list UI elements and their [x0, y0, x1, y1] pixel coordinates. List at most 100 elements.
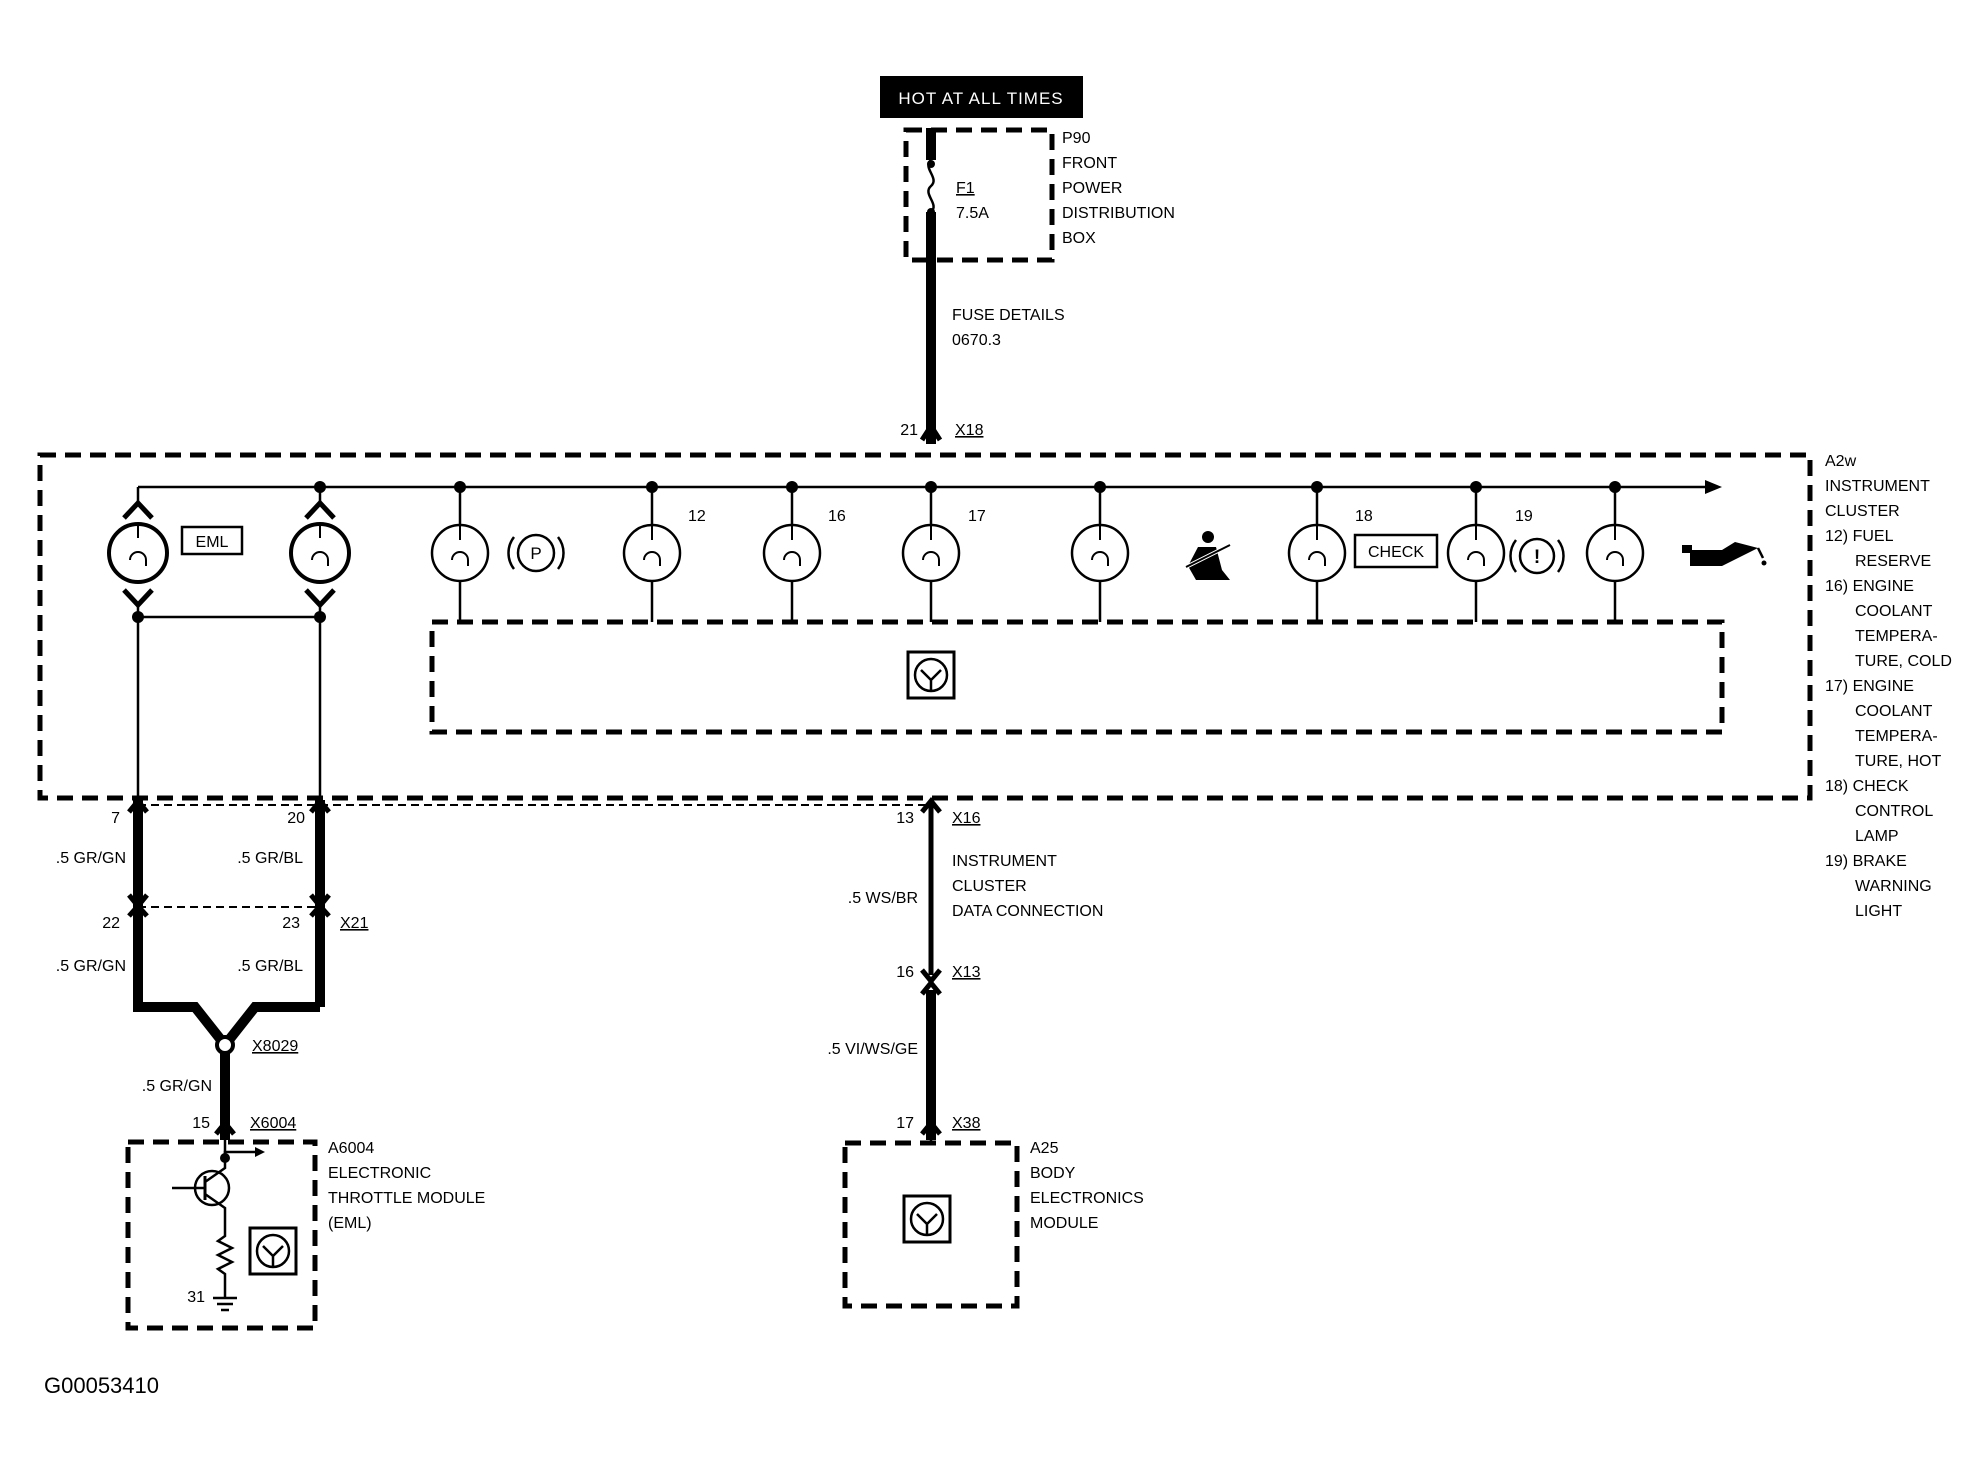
- connector-x16: X16: [952, 810, 981, 827]
- pin-16: 16: [896, 964, 914, 981]
- pin-17: 17: [896, 1115, 914, 1132]
- eml-lamp-icon: [107, 499, 169, 609]
- control-unit-icon: [248, 1226, 298, 1276]
- eml-module-line-3: (EML): [328, 1215, 372, 1232]
- check-label-box: [1353, 533, 1439, 569]
- center-harness: 13 X16 INSTRUMENT CLUSTER DATA CONNECTIO…: [827, 797, 1103, 1145]
- fuse-box-line-1: FRONT: [1062, 155, 1117, 172]
- hot-at-all-times-label: HOT AT ALL TIMES: [898, 89, 1063, 108]
- legend-line: CONTROL: [1855, 803, 1933, 820]
- lamp-icon: [622, 523, 682, 583]
- legend-line: 16) ENGINE: [1825, 578, 1914, 595]
- fuse-box-line-2: POWER: [1062, 180, 1122, 197]
- legend-line: TURE, HOT: [1855, 753, 1941, 770]
- cluster-id: A2w: [1825, 453, 1857, 470]
- fuse-details-line-2: 0670.3: [952, 332, 1001, 349]
- cluster-top-connector: X18: [955, 422, 984, 439]
- legend-line: LAMP: [1855, 828, 1899, 845]
- bus-arrow-icon: [1705, 480, 1722, 494]
- pin-23: 23: [282, 915, 300, 932]
- ground-pin-31: 31: [187, 1289, 205, 1306]
- legend-line: 19) BRAKE: [1825, 853, 1907, 870]
- lamp-icon: [1585, 523, 1645, 583]
- legend-line: 12) FUEL: [1825, 528, 1894, 545]
- pin-13: 13: [896, 810, 914, 827]
- parking-symbol: P: [530, 544, 541, 563]
- lamp-icon: [901, 523, 961, 583]
- lamp-icon: [1446, 523, 1506, 583]
- wire-gr-bl-lower: .5 GR/BL: [237, 958, 303, 975]
- resistor-icon: [215, 1222, 235, 1292]
- lamp-number: 18: [1355, 508, 1373, 525]
- cluster-control-unit: [429, 619, 1725, 735]
- fuse-box-id: P90: [1062, 130, 1091, 147]
- legend-line: LIGHT: [1855, 903, 1902, 920]
- lamp-number: 19: [1515, 508, 1533, 525]
- connector-x6004: X6004: [250, 1115, 296, 1132]
- hot-at-all-times-banner: HOT AT ALL TIMES: [880, 76, 1083, 118]
- legend-line: TEMPERA-: [1855, 628, 1938, 645]
- instrument-cluster-a2w: A2w INSTRUMENT CLUSTER 12) FUEL RESERVE …: [37, 452, 1952, 920]
- seatbelt-icon: [1183, 531, 1233, 580]
- left-harness: 7 20 .5 GR/GN .5 GR/BL 22 23 X21 .5 GR/G…: [56, 797, 932, 1140]
- body-module-line-2: ELECTRONICS: [1030, 1190, 1144, 1207]
- oil-can-icon: [1682, 542, 1767, 566]
- lamp-icon: [1287, 523, 1347, 583]
- lamp-icon: [1070, 523, 1130, 583]
- fuse-name: F1: [956, 180, 975, 197]
- data-connection-line-2: CLUSTER: [952, 878, 1027, 895]
- parking-brake-icon: P: [507, 533, 565, 573]
- wire-gr-bl-upper: .5 GR/BL: [237, 850, 303, 867]
- eml-label-box: [180, 525, 244, 556]
- lamp-number: 17: [968, 508, 986, 525]
- fuse-box-line-4: BOX: [1062, 230, 1096, 247]
- legend-line: 18) CHECK: [1825, 778, 1909, 795]
- lamp-number: 12: [688, 508, 706, 525]
- check-label: CHECK: [1368, 544, 1424, 561]
- splice-node: [215, 1035, 235, 1055]
- legend-line: CLUSTER: [1825, 503, 1900, 520]
- wire-vi-ws-ge: .5 VI/WS/GE: [827, 1041, 918, 1058]
- wire-gr-gn-lower: .5 GR/GN: [56, 958, 126, 975]
- wire-gr-gn-out: .5 GR/GN: [142, 1078, 212, 1095]
- data-connection-line-1: INSTRUMENT: [952, 853, 1057, 870]
- pin-7: 7: [111, 810, 120, 827]
- figure-id: G00053410: [44, 1373, 159, 1398]
- control-unit-icon: [906, 650, 956, 700]
- eml-lamp-icon: [289, 499, 351, 609]
- eml-module-a6004: 31 A6004 ELECTRONIC THROTTLE MODULE (EML…: [125, 1139, 485, 1331]
- connector-x18: 21 X18: [900, 421, 984, 442]
- eml-module-line-2: THROTTLE MODULE: [328, 1190, 485, 1207]
- cluster-top-pin: 21: [900, 422, 918, 439]
- body-module-a25: A25 BODY ELECTRONICS MODULE: [842, 1140, 1144, 1309]
- pin-22: 22: [102, 915, 120, 932]
- body-module-line-1: BODY: [1030, 1165, 1076, 1182]
- data-connection-line-3: DATA CONNECTION: [952, 903, 1103, 920]
- brake-warning-icon: !: [1509, 537, 1565, 575]
- fuse-icon: [927, 159, 935, 216]
- legend-line: TEMPERA-: [1855, 728, 1938, 745]
- eml-module-line-1: ELECTRONIC: [328, 1165, 431, 1182]
- fuse-box-line-3: DISTRIBUTION: [1062, 205, 1175, 222]
- eml-label: EML: [196, 534, 229, 551]
- eml-module-id: A6004: [328, 1140, 374, 1157]
- legend-line: WARNING: [1855, 878, 1932, 895]
- brake-symbol: !: [1534, 547, 1540, 568]
- legend-line: INSTRUMENT: [1825, 478, 1930, 495]
- fuse-rating: 7.5A: [956, 205, 989, 222]
- fuse-box-p90: F1 7.5A P90 FRONT POWER DISTRIBUTION BOX: [903, 127, 1175, 263]
- body-module-line-3: MODULE: [1030, 1215, 1098, 1232]
- connector-x13: X13: [952, 964, 981, 981]
- legend-line: COOLANT: [1855, 703, 1933, 720]
- wire-gr-gn-upper: .5 GR/GN: [56, 850, 126, 867]
- splice-x8029: X8029: [252, 1038, 298, 1055]
- lamp-icon: [430, 523, 490, 583]
- pin-15: 15: [192, 1115, 210, 1132]
- connector-x21: X21: [340, 915, 369, 932]
- lamp-number: 16: [828, 508, 846, 525]
- wire-ws-br: .5 WS/BR: [848, 890, 918, 907]
- transistor-icon: [172, 1158, 231, 1222]
- connector-x38: X38: [952, 1115, 981, 1132]
- cluster-legend: INSTRUMENT CLUSTER 12) FUEL RESERVE 16) …: [1825, 478, 1952, 920]
